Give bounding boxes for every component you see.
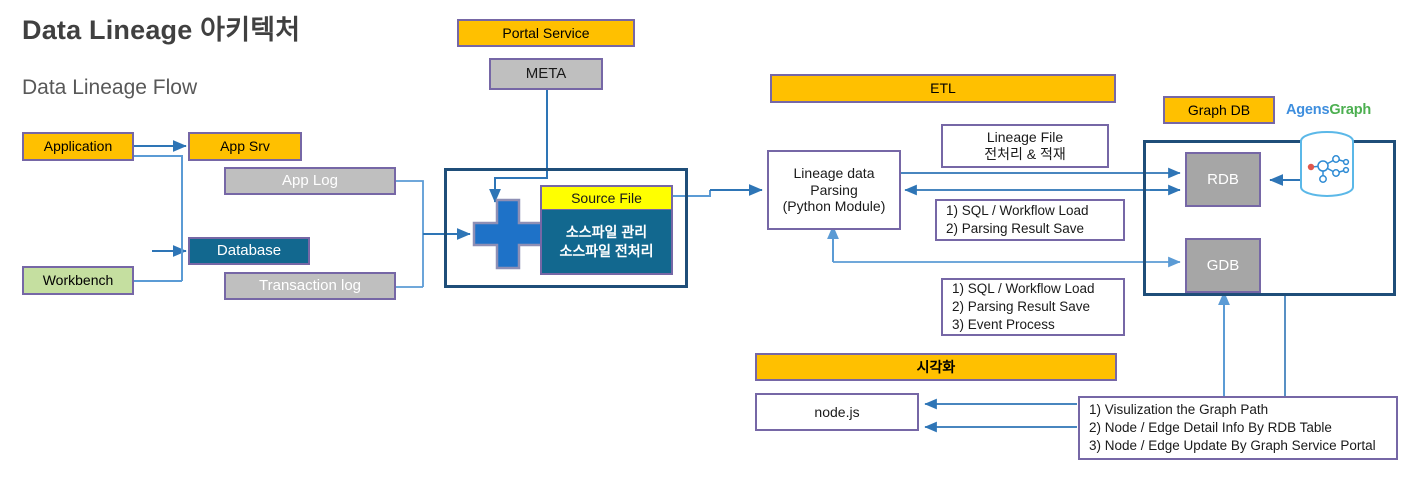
parsing-line-1: Lineage data [793, 165, 875, 182]
meta-label: META [525, 65, 567, 83]
nodejs-label: node.js [814, 403, 860, 420]
parsing-line-3: (Python Module) [782, 198, 886, 215]
etl-note-upper-line-2: 2) Parsing Result Save [946, 221, 1085, 236]
etl-header: ETL [770, 74, 1116, 103]
database-label: Database [216, 242, 282, 260]
source-file-header-label: Source File [571, 189, 642, 206]
graph-db-container [1143, 140, 1396, 296]
database-cylinder-icon [1296, 129, 1358, 203]
page-subtitle: Data Lineage Flow [22, 76, 198, 99]
etl-header-label: ETL [930, 80, 956, 97]
app-srv-box[interactable]: App Srv [188, 132, 302, 161]
source-file-header[interactable]: Source File [540, 185, 673, 209]
nodejs-box[interactable]: node.js [755, 393, 919, 431]
visualization-note-line-1: 1) Visulization the Graph Path [1089, 401, 1269, 417]
etl-note-upper: 1) SQL / Workflow Load 2) Parsing Result… [935, 199, 1125, 241]
gdb-label: GDB [1206, 256, 1240, 274]
visualization-note-line-3: 3) Node / Edge Update By Graph Service P… [1089, 438, 1376, 454]
source-file-body: 소스파일 관리 소스파일 전처리 [540, 209, 673, 275]
visualization-note: 1) Visulization the Graph Path 2) Node /… [1078, 396, 1398, 460]
visualization-note-line-2: 2) Node / Edge Detail Info By RDB Table [1089, 419, 1332, 435]
database-box[interactable]: Database [188, 237, 310, 265]
etl-note-lower-line-2: 2) Parsing Result Save [952, 298, 1091, 314]
meta-box[interactable]: META [489, 58, 603, 90]
source-file-line-2: 소스파일 전처리 [559, 242, 654, 259]
graph-db-header-label: Graph DB [1187, 101, 1251, 118]
lineage-file-line-2: 전처리 & 적재 [984, 146, 1066, 162]
source-file-line-1: 소스파일 관리 [565, 223, 648, 240]
lineage-file-note: Lineage File 전처리 & 적재 [941, 124, 1109, 168]
portal-service-label: Portal Service [502, 24, 590, 41]
etl-note-upper-line-1: 1) SQL / Workflow Load [946, 202, 1089, 218]
application-label: Application [43, 138, 113, 155]
workbench-label: Workbench [42, 272, 114, 289]
transaction-log-label: Transaction log [259, 277, 361, 295]
app-log-box[interactable]: App Log [224, 167, 396, 195]
lineage-file-line-1: Lineage File [986, 129, 1064, 146]
rdb-label: RDB [1207, 170, 1239, 188]
application-box[interactable]: Application [22, 132, 134, 161]
etl-note-lower-line-3: 3) Event Process [952, 317, 1055, 333]
parsing-line-2: Parsing [810, 181, 858, 198]
visualization-header: 시각화 [755, 353, 1117, 381]
agensgraph-brand-part1: Agens [1286, 102, 1330, 118]
page-title: Data Lineage 아키텍처 [22, 15, 301, 45]
transaction-log-box[interactable]: Transaction log [224, 272, 396, 300]
app-log-label: App Log [282, 172, 338, 190]
source-processing-container [444, 168, 688, 288]
etl-note-lower-line-1: 1) SQL / Workflow Load [952, 280, 1095, 296]
visualization-header-label: 시각화 [916, 358, 956, 375]
rdb-box[interactable]: RDB [1185, 152, 1261, 207]
graph-db-header: Graph DB [1163, 96, 1275, 124]
etl-note-lower: 1) SQL / Workflow Load 2) Parsing Result… [941, 278, 1125, 336]
app-srv-label: App Srv [220, 138, 270, 155]
portal-service-box[interactable]: Portal Service [457, 19, 635, 47]
gdb-box[interactable]: GDB [1185, 238, 1261, 293]
agensgraph-brand-part2: Graph [1329, 102, 1372, 118]
lineage-parsing-box[interactable]: Lineage data Parsing (Python Module) [767, 150, 901, 230]
integration-plus-icon [470, 196, 546, 272]
agensgraph-wordmark: AgensGraph [1286, 102, 1371, 118]
workbench-box[interactable]: Workbench [22, 266, 134, 295]
